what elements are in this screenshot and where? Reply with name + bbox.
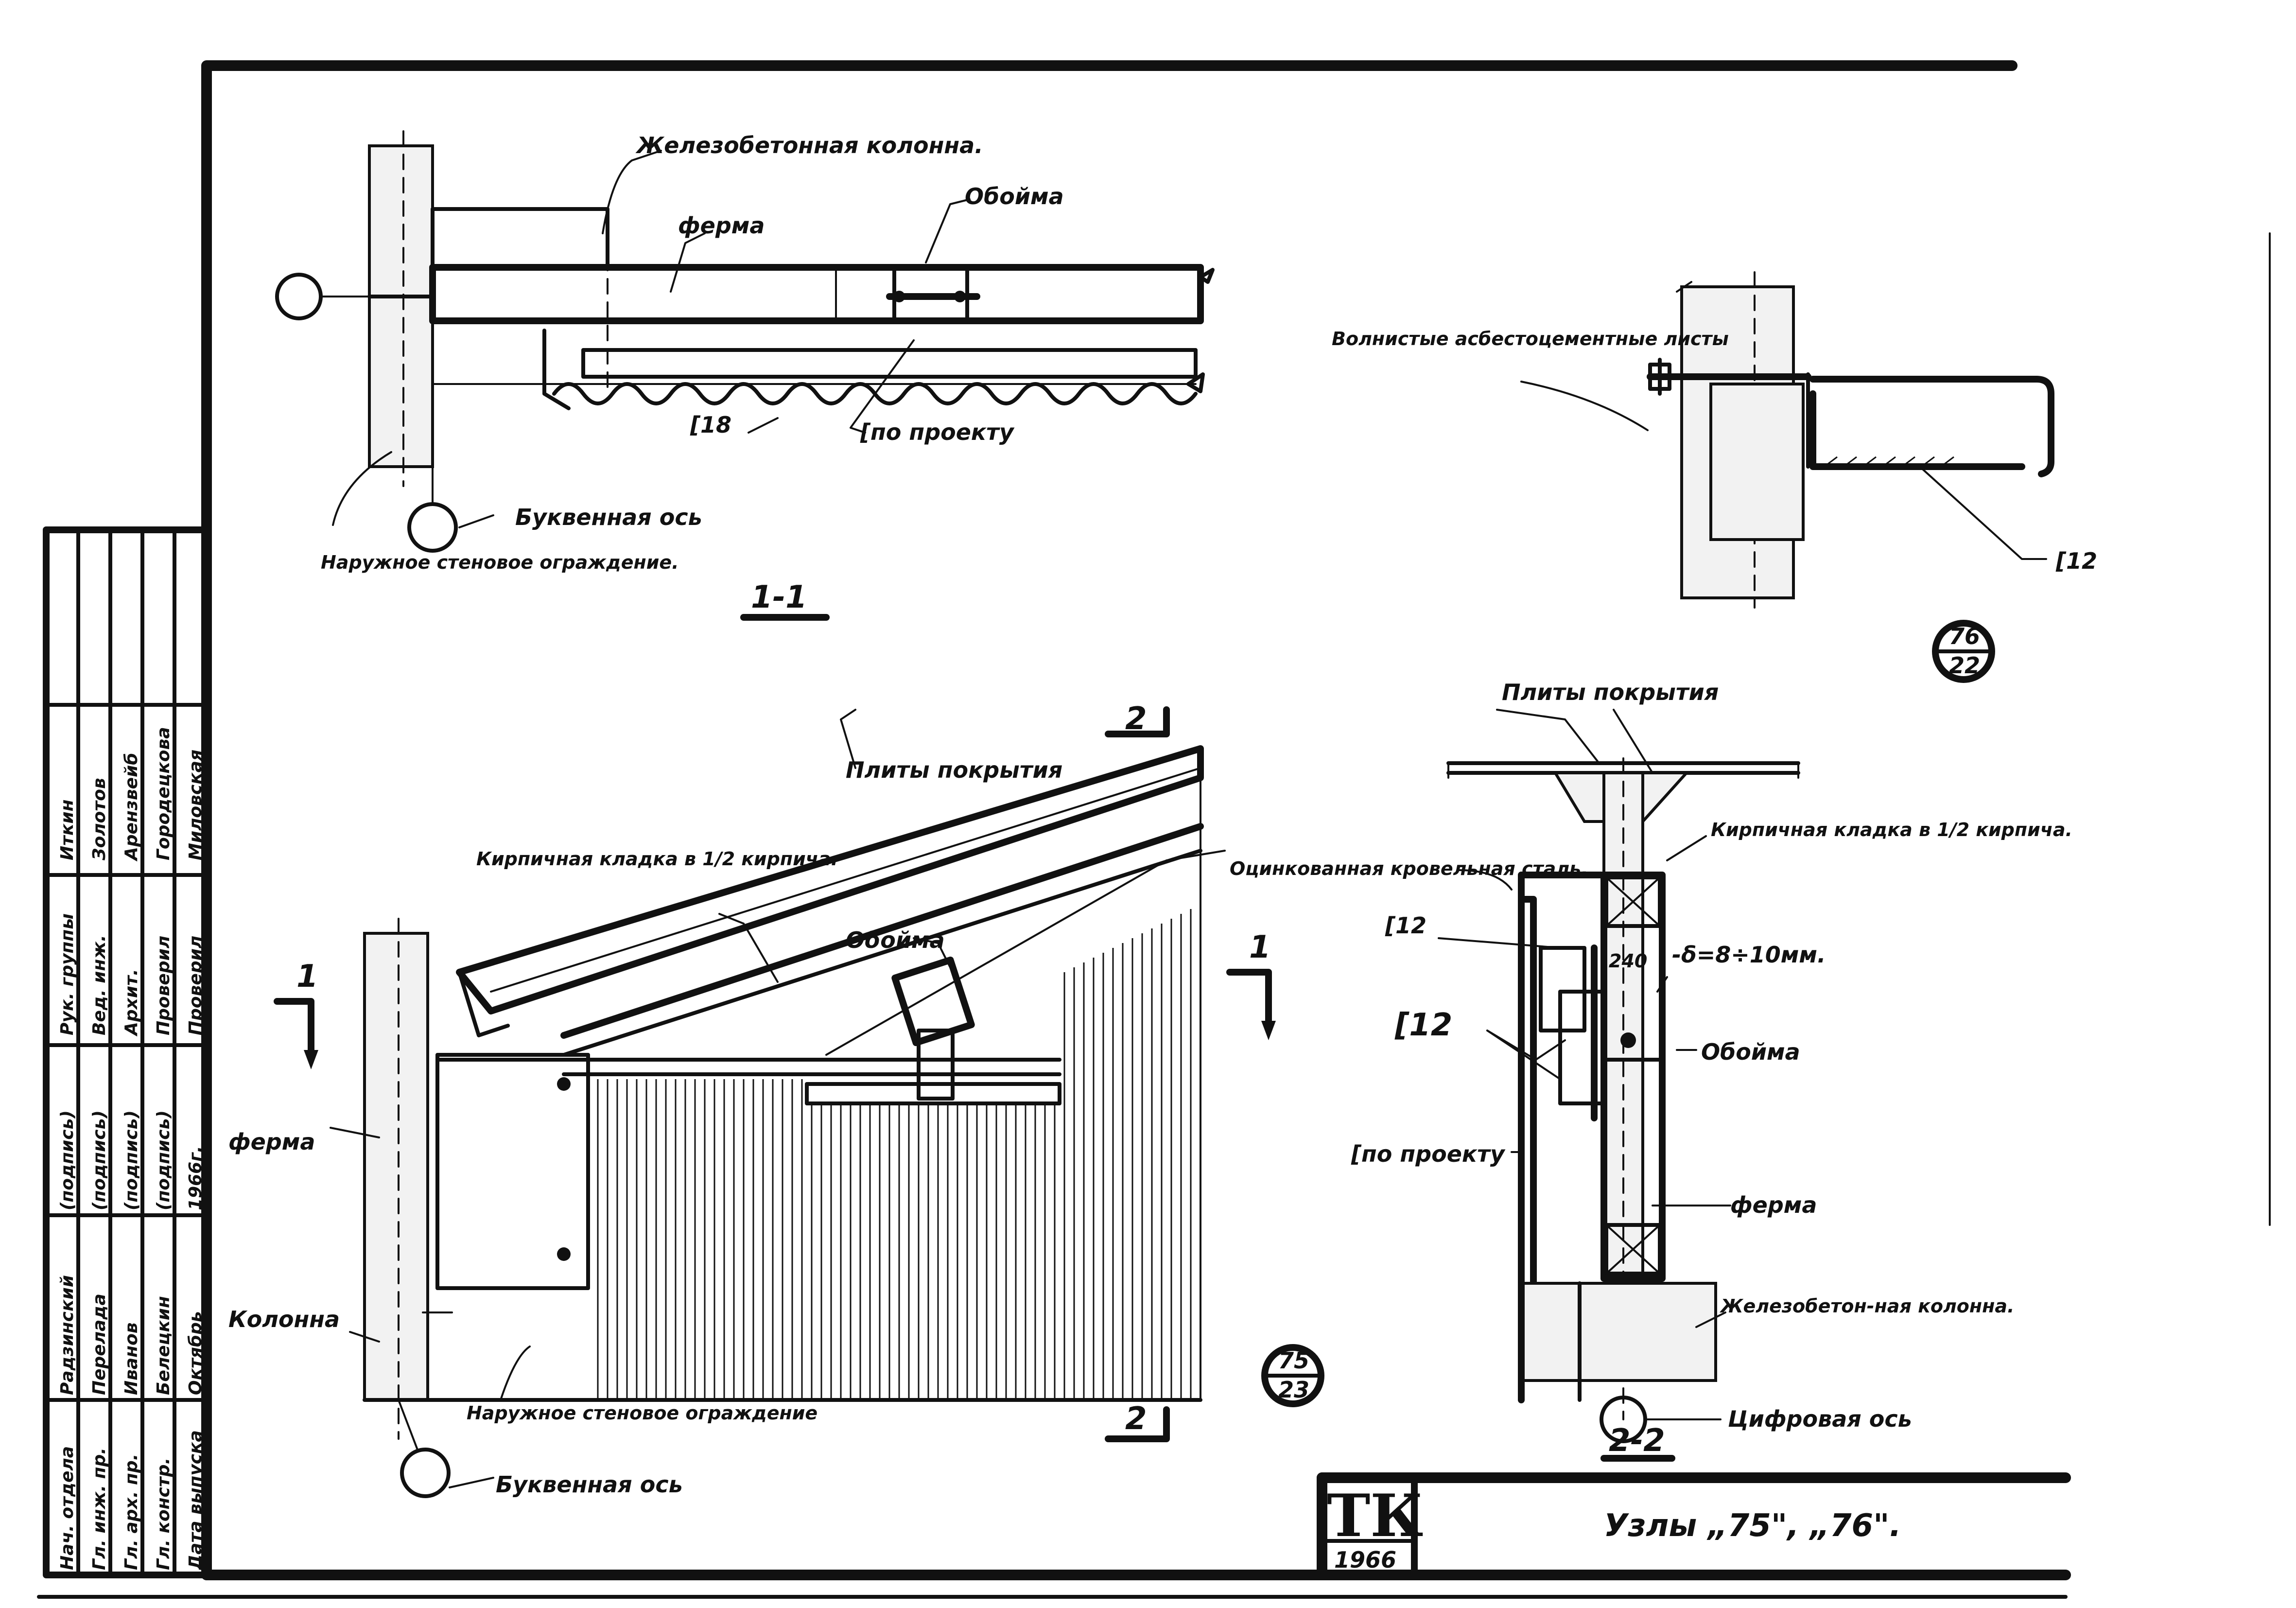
stamp2-r2-c2: Золотов bbox=[89, 778, 109, 861]
title-text: Узлы „75", „76". bbox=[1604, 1508, 1901, 1544]
stamp-r1-c2: Радзинский bbox=[57, 1275, 77, 1395]
label-wavy-sheets: Волнистые асбестоцементные листы bbox=[1332, 328, 1729, 350]
label-outer-wall-top: Наружное стеновое ограждение. bbox=[321, 552, 679, 573]
stamp-r1-c1: Нач. отдела bbox=[57, 1446, 77, 1570]
label-brick-right: Кирпичная кладка в 1/2 кирпича. bbox=[1711, 819, 2072, 840]
label-slabs-mid: Плиты покрытия bbox=[846, 757, 1062, 783]
corrugated-wall-hatching bbox=[597, 904, 1201, 1400]
stamp-r2-c2: Перелада bbox=[89, 1293, 109, 1395]
stamp-r3-c2: Иванов bbox=[122, 1322, 141, 1395]
label-outer-wall-mid: Наружное стеновое ограждение bbox=[467, 1402, 818, 1424]
label-c12-a: [12 bbox=[1385, 912, 1426, 939]
stamp2-r4-c2: Городецкова bbox=[154, 727, 174, 860]
stamp-r4-c3: (подпись) bbox=[154, 1110, 174, 1210]
section-2-2 bbox=[1438, 709, 1800, 1462]
elevation-main bbox=[274, 706, 1324, 1498]
label-rc-column-top: Железобетонная колонна. bbox=[635, 132, 983, 158]
label-brick-mid: Кирпичная кладка в 1/2 кирпича. bbox=[476, 848, 838, 870]
stamp-r2-c1: Гл. инж. пр. bbox=[89, 1448, 109, 1570]
label-c12-b: [12 bbox=[1394, 1007, 1452, 1043]
stamp2-r3-c2: Арензвейб bbox=[122, 753, 141, 862]
label-c-per-project-top: [по проекту bbox=[860, 419, 1015, 445]
stamp2-r1-c1: Рук. группы bbox=[57, 913, 77, 1035]
stamp-r5-c2: Октябрь bbox=[186, 1311, 206, 1395]
stamp2-r5-c2: Миловская bbox=[186, 750, 206, 860]
label-truss-right: ферма bbox=[1730, 1192, 1817, 1218]
stamp-r3-c1: Гл. арх. пр. bbox=[122, 1454, 141, 1570]
node-75-sheet: 23 bbox=[1278, 1377, 1309, 1403]
stamp2-r5-c1: Проверил bbox=[186, 936, 206, 1035]
title-block bbox=[1317, 1472, 2071, 1580]
label-dim-240: 240 bbox=[1609, 950, 1647, 972]
label-column-mid: Колонна bbox=[228, 1306, 340, 1332]
stamp2-r2-c1: Вед. инж. bbox=[89, 935, 109, 1035]
label-c-per-project-right: [по проекту bbox=[1351, 1141, 1506, 1167]
stamp-r3-c3: (подпись) bbox=[122, 1110, 141, 1210]
cut-1-left: 1 bbox=[296, 959, 318, 995]
label-slabs-right: Плиты покрытия bbox=[1502, 679, 1719, 705]
detail-76 bbox=[1520, 271, 2054, 683]
node-76-sheet: 22 bbox=[1949, 652, 1980, 679]
stamp-table bbox=[43, 526, 210, 1578]
node-75-number: 75 bbox=[1278, 1347, 1309, 1374]
label-section-2-2: 2-2 bbox=[1609, 1423, 1665, 1459]
cut-1-right: 1 bbox=[1249, 929, 1271, 965]
label-letter-axis-top: Буквенная ось bbox=[515, 504, 702, 530]
stamp2-r1-c2: Иткин bbox=[57, 799, 77, 860]
section-1-1-plan bbox=[275, 130, 1215, 621]
title-mark: ТК bbox=[1327, 1482, 1423, 1550]
stamp-r5-c3: 1966г. bbox=[186, 1146, 206, 1210]
label-truss-mid: ферма bbox=[228, 1129, 315, 1155]
label-digit-axis: Цифровая ось bbox=[1728, 1406, 1912, 1432]
cut-2-top: 2 bbox=[1125, 701, 1147, 737]
stamp2-r4-c1: Проверил bbox=[154, 936, 174, 1035]
label-truss-top: ферма bbox=[678, 212, 765, 239]
label-delta: -δ=8÷10мм. bbox=[1672, 942, 1826, 968]
label-c12-right: [12 bbox=[2055, 548, 2097, 574]
stamp-r4-c1: Гл. констр. bbox=[154, 1458, 174, 1570]
label-clamp-right: Обойма bbox=[1701, 1039, 1800, 1065]
stamp-r1-c3: (подпись) bbox=[57, 1110, 77, 1210]
title-year: 1966 bbox=[1334, 1547, 1396, 1573]
node-76-number: 76 bbox=[1949, 623, 1980, 649]
stamp-r5-c1: Дата выпуска bbox=[186, 1430, 206, 1571]
cut-2-bottom: 2 bbox=[1125, 1401, 1147, 1437]
label-clamp-mid: Обойма bbox=[846, 927, 945, 953]
stamp-r4-c2: Белецкин bbox=[154, 1296, 174, 1395]
label-section-1-1: 1-1 bbox=[751, 579, 807, 615]
label-clamp-top: Обойма bbox=[965, 183, 1064, 210]
label-letter-axis-mid: Буквенная ось bbox=[496, 1471, 683, 1498]
stamp2-r3-c1: Архит. bbox=[122, 969, 141, 1037]
label-c18: [18 bbox=[690, 412, 731, 438]
label-rc-column-right: Железобетон-ная колонна. bbox=[1719, 1295, 2015, 1317]
stamp-r2-c3: (подпись) bbox=[89, 1110, 109, 1210]
